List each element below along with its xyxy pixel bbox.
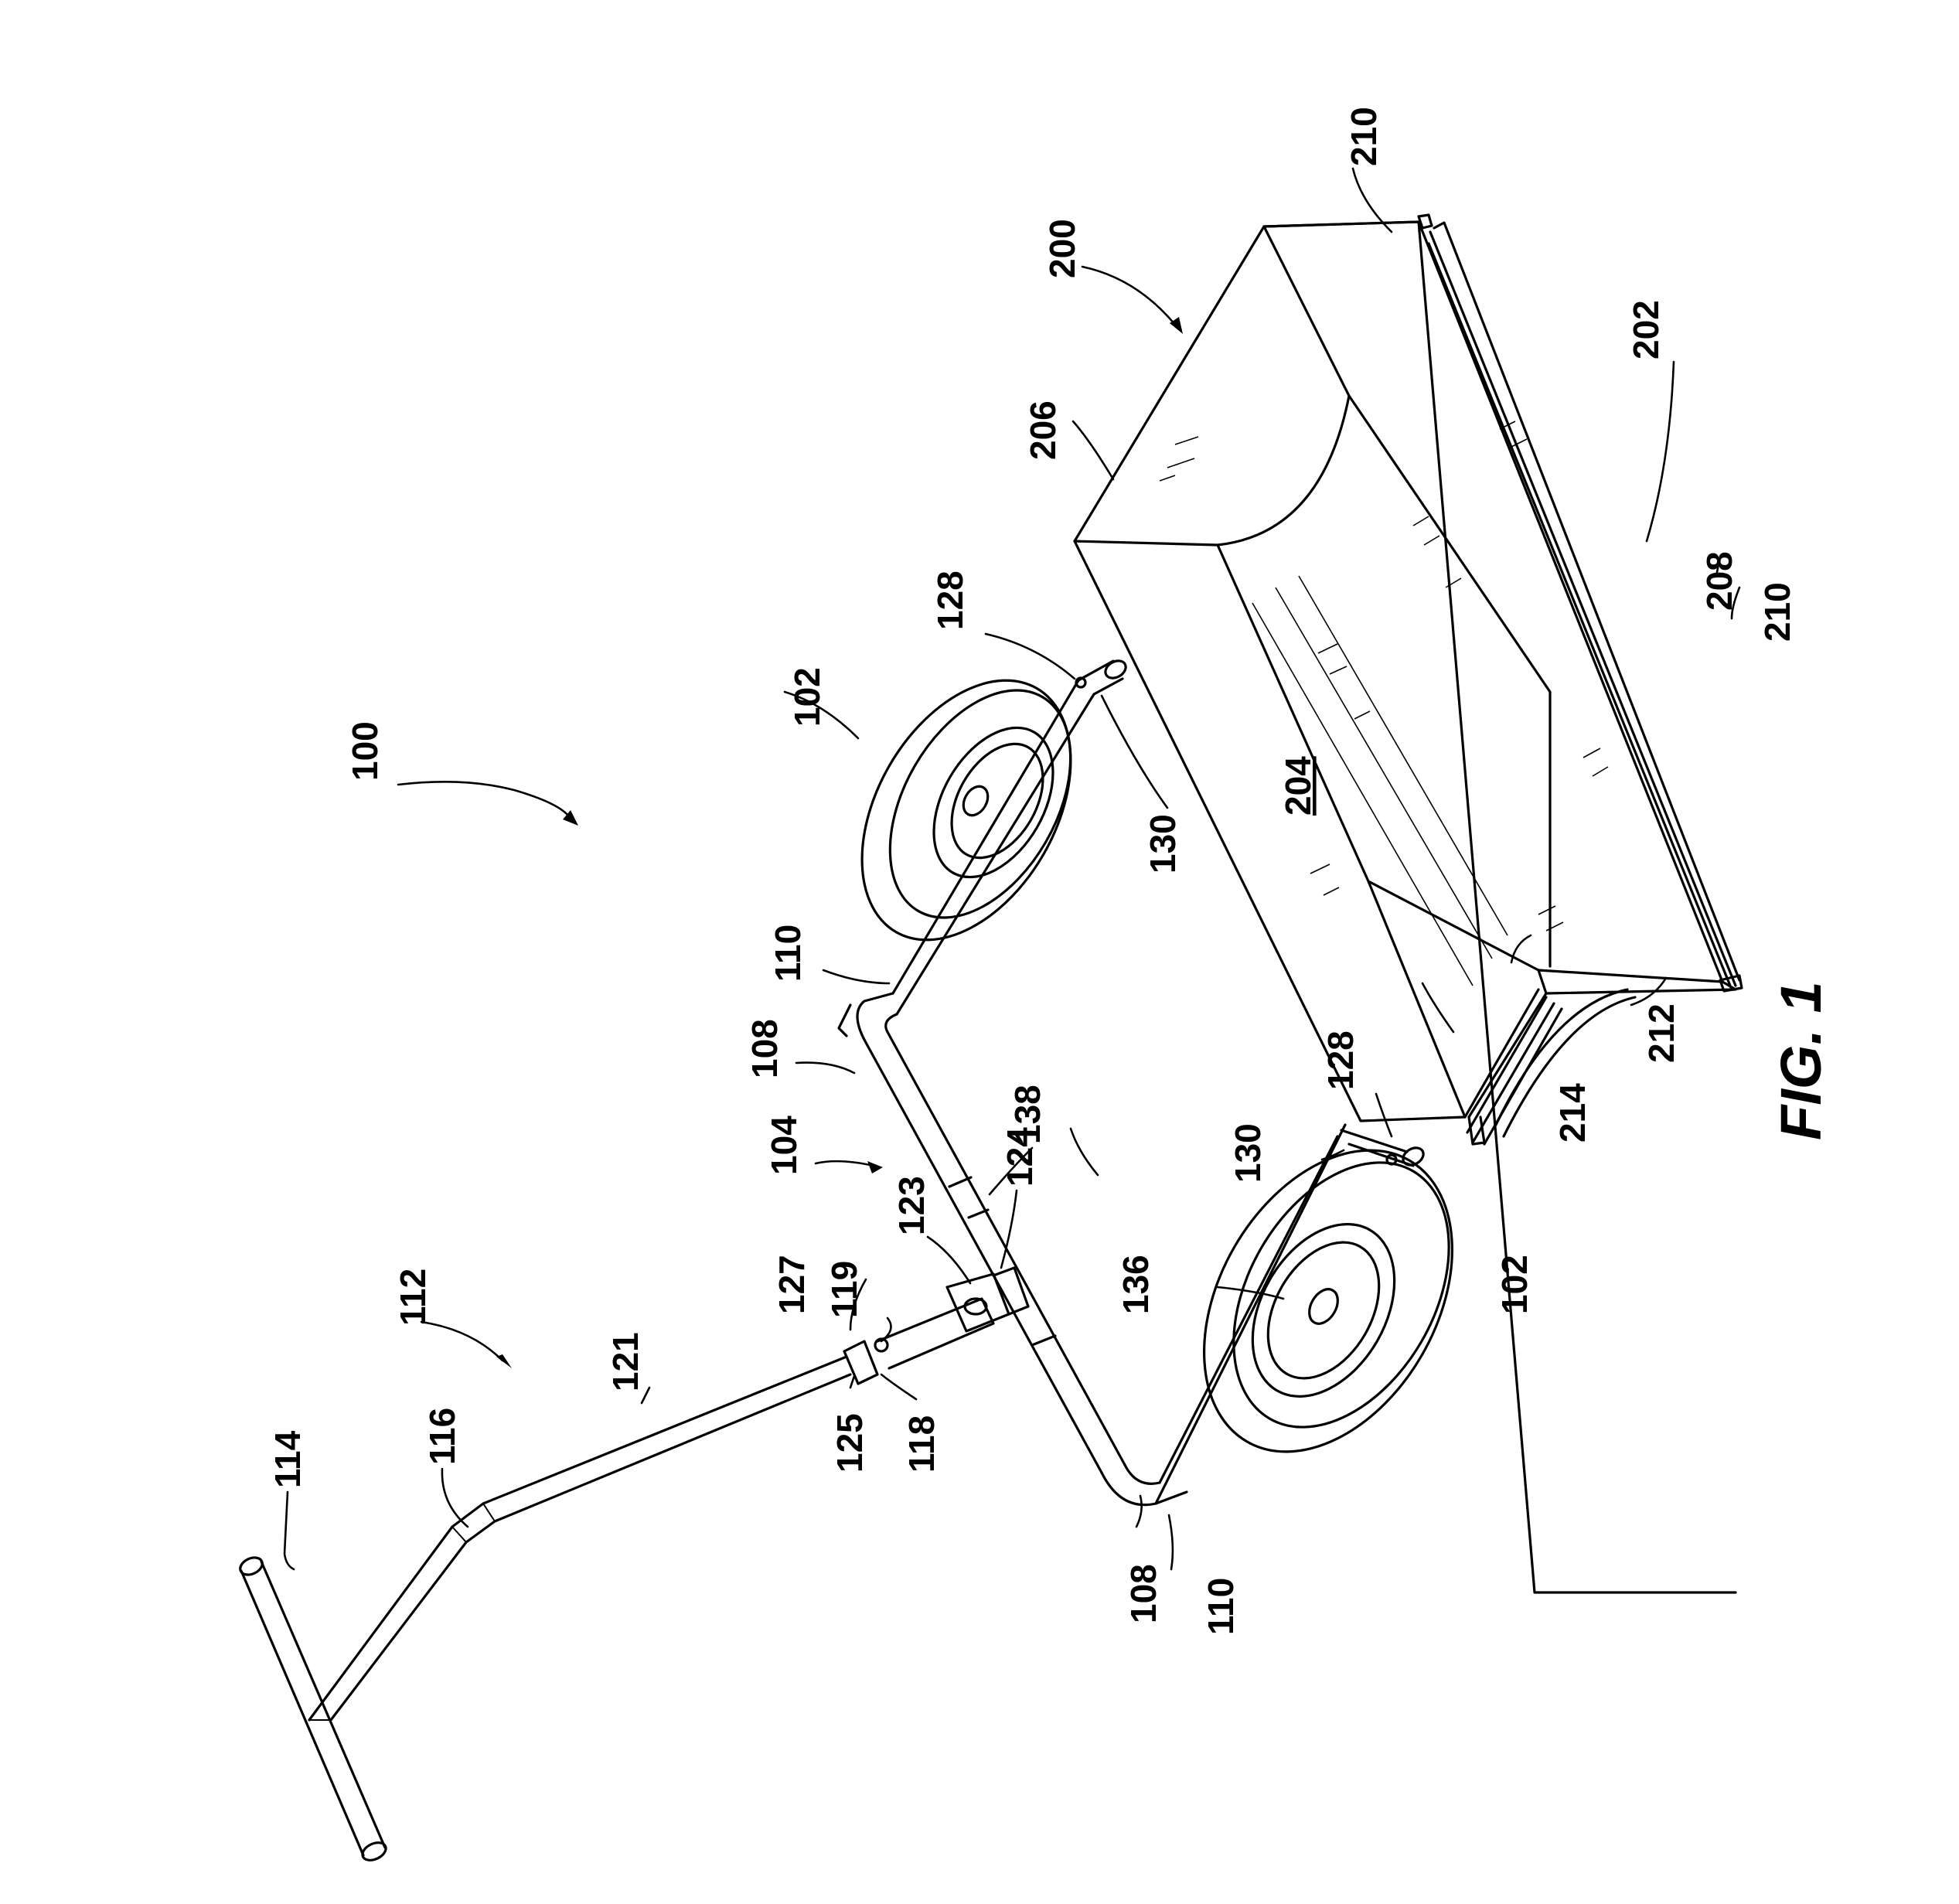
label-110-upper: 110 bbox=[768, 925, 808, 982]
label-102-lower: 102 bbox=[1494, 1255, 1535, 1314]
axle-frame bbox=[839, 680, 1345, 1505]
pivot-bracket bbox=[947, 1268, 1028, 1331]
label-138: 138 bbox=[1007, 1085, 1048, 1144]
label-108-upper: 108 bbox=[744, 1019, 785, 1078]
cart-body bbox=[1075, 215, 1742, 1592]
label-214: 214 bbox=[1552, 1083, 1593, 1143]
handle-sleeve bbox=[844, 1299, 993, 1384]
label-202: 202 bbox=[1626, 300, 1666, 359]
label-206: 206 bbox=[1023, 400, 1063, 460]
reference-labels: 100 102 102 104 108 108 110 110 112 114 … bbox=[267, 107, 1833, 1635]
label-110-lower: 110 bbox=[1201, 1578, 1241, 1635]
label-200: 200 bbox=[1042, 219, 1082, 278]
label-112: 112 bbox=[393, 1269, 433, 1326]
leader-lines bbox=[284, 169, 1739, 1569]
label-116: 116 bbox=[422, 1408, 462, 1465]
label-128-lower: 128 bbox=[1320, 1030, 1361, 1090]
label-204: 204 bbox=[1278, 756, 1318, 816]
upper-axle bbox=[1076, 657, 1129, 694]
label-108-lower: 108 bbox=[1123, 1564, 1163, 1623]
label-127: 127 bbox=[772, 1255, 812, 1314]
figure-title: FIG. 1 bbox=[1769, 981, 1833, 1140]
handle-shaft bbox=[309, 1357, 850, 1720]
lower-wheel bbox=[1153, 1106, 1503, 1496]
label-118: 118 bbox=[901, 1415, 942, 1473]
label-208: 208 bbox=[1699, 551, 1739, 611]
label-130-upper: 130 bbox=[1143, 814, 1183, 874]
label-121: 121 bbox=[605, 1332, 646, 1391]
label-100: 100 bbox=[345, 721, 385, 781]
label-104: 104 bbox=[764, 1115, 804, 1175]
label-136: 136 bbox=[1116, 1255, 1156, 1314]
t-handle-grip bbox=[237, 1555, 389, 1864]
label-212: 212 bbox=[1641, 1003, 1681, 1063]
label-128-upper: 128 bbox=[930, 571, 970, 630]
label-119: 119 bbox=[824, 1261, 864, 1318]
label-123: 123 bbox=[891, 1176, 932, 1235]
label-114: 114 bbox=[267, 1430, 308, 1488]
label-210-top: 210 bbox=[1344, 107, 1384, 166]
label-130-lower: 130 bbox=[1228, 1123, 1268, 1183]
label-125: 125 bbox=[830, 1413, 870, 1473]
label-102-upper: 102 bbox=[787, 667, 827, 727]
label-210-bottom: 210 bbox=[1757, 582, 1797, 642]
